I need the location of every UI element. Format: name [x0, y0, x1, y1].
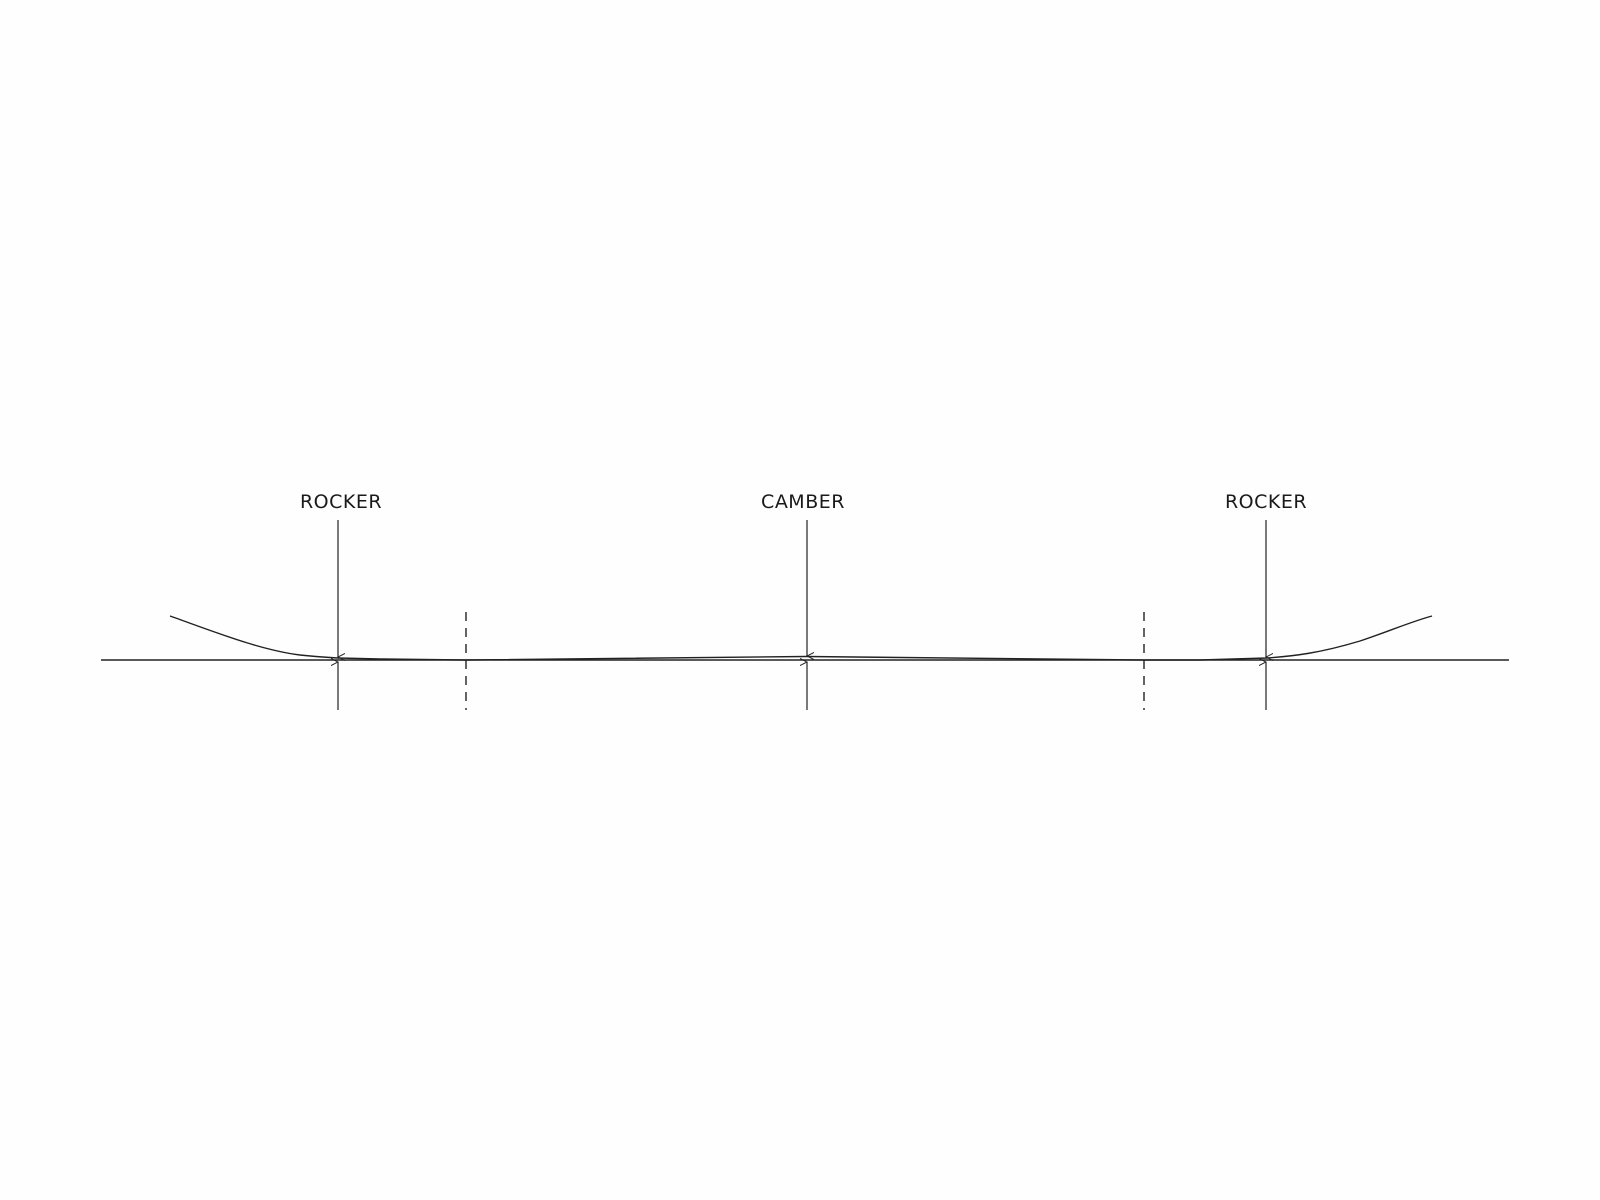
rocker-right-label: ROCKER [1225, 491, 1307, 513]
rocker-left-label: ROCKER [300, 491, 382, 513]
camber-label: CAMBER [761, 491, 845, 513]
board-profile-line [169, 615, 1433, 661]
